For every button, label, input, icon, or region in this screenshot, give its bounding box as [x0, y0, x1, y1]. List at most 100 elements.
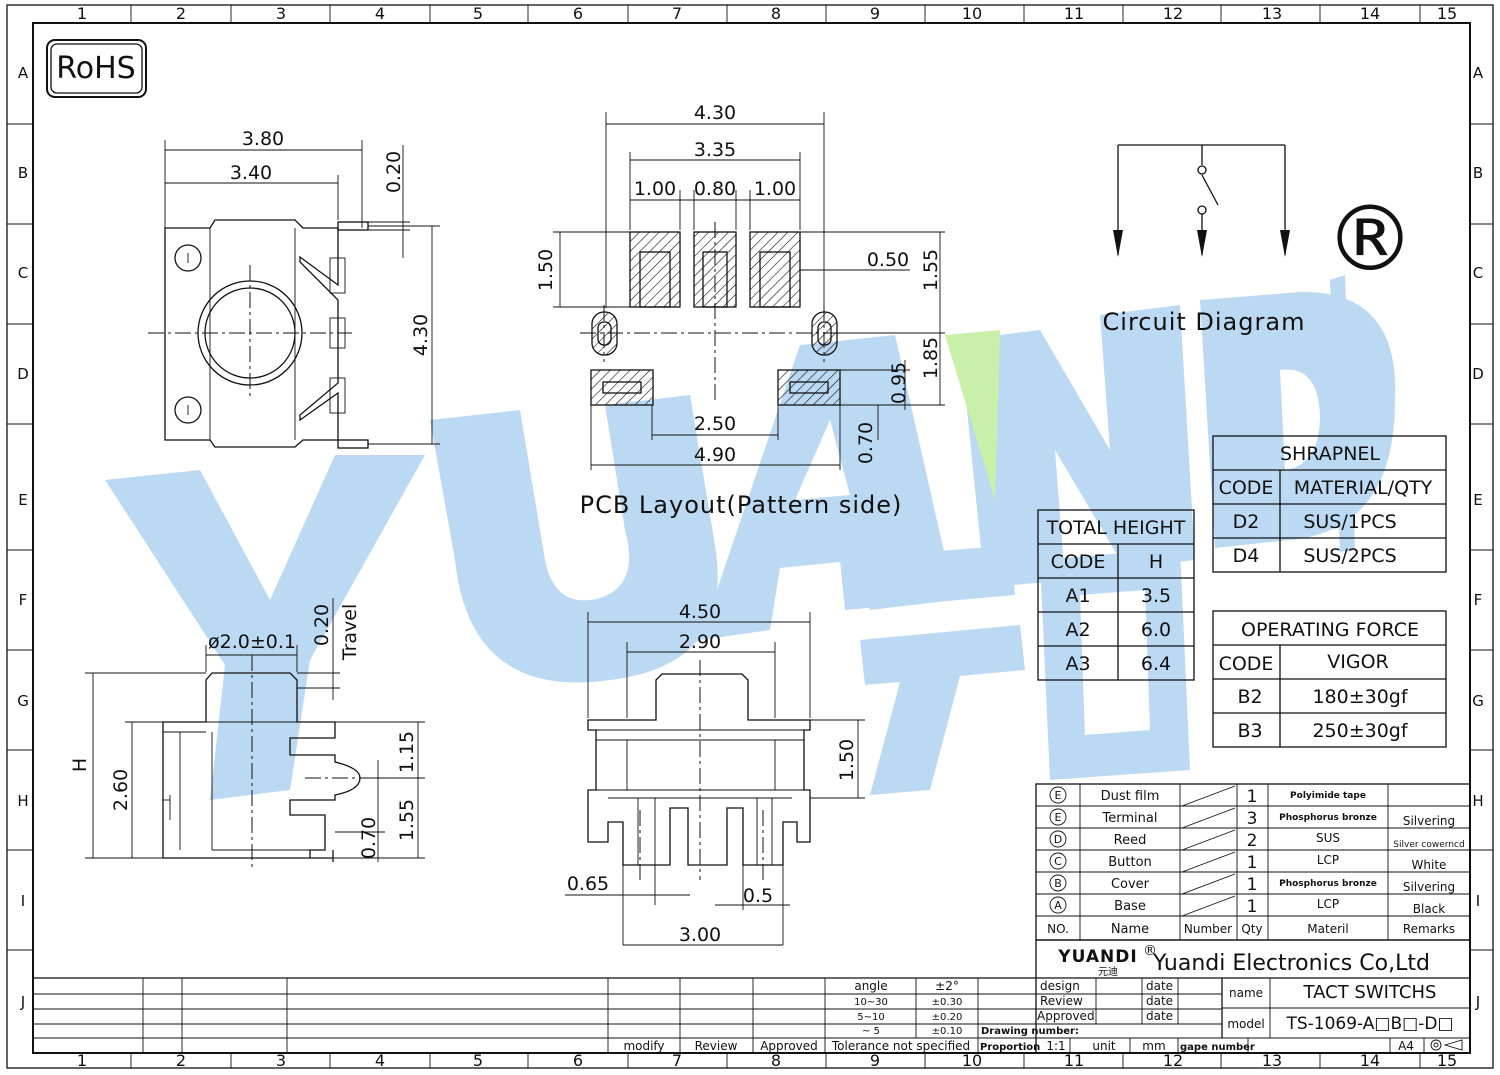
rohs-label: RoHS: [56, 51, 135, 86]
model-label: model: [1227, 1017, 1264, 1031]
force-title: OPERATING FORCE: [1241, 619, 1419, 641]
front-view: 4.50 2.90 1.50 0.65 0.5 3.00: [565, 601, 865, 946]
shrapnel-cell: D4: [1233, 545, 1260, 567]
force-header-vigor: VIGOR: [1327, 651, 1388, 673]
review-label-bottom: Review: [695, 1039, 738, 1053]
grid-row-label: J: [1475, 993, 1480, 1011]
titleblock-logo-reg: ®: [1143, 943, 1157, 959]
review-label: Review: [1040, 994, 1083, 1008]
modify-label: modify: [623, 1039, 664, 1053]
grid-row-label: G: [1472, 692, 1484, 710]
bom-item-no: B: [1054, 877, 1062, 890]
rohs-badge-outer: [46, 39, 147, 98]
bom-item-remarks: Silver cowerncd: [1393, 840, 1464, 850]
watermark-registered: ®: [1325, 187, 1415, 292]
side-dim-h: H: [69, 758, 91, 772]
grid-col-label: 13: [1262, 1051, 1282, 1070]
front-dim-2-90: 2.90: [679, 631, 721, 653]
grid-col-label: 12: [1163, 1051, 1183, 1070]
bom-item-name: Reed: [1114, 833, 1147, 848]
bom-header-cell: Materil: [1307, 922, 1348, 936]
outer-border: [6, 4, 1494, 1069]
pcb-dim-0-95: 0.95: [888, 362, 910, 404]
grid-col-label: 6: [573, 4, 583, 23]
force-cell: 250±30gf: [1312, 720, 1408, 742]
grid-row-label: C: [1473, 264, 1483, 282]
front-dim-0-5: 0.5: [743, 885, 773, 907]
grid-row-label: J: [20, 993, 25, 1011]
total-height-cell: A1: [1065, 585, 1090, 607]
shrapnel-table: SHRAPNEL CODE MATERIAL/QTY D2 SUS/1PCS D…: [1212, 435, 1447, 573]
bom-header-cell: Name: [1111, 922, 1149, 937]
bom-item-marker-icon: [1049, 808, 1067, 826]
bom-header-cell: NO.: [1047, 922, 1069, 936]
bom-item-name: Button: [1108, 855, 1152, 870]
title-block: YUANDI ® 元迪 Yuandi Electronics Co,Ltd: [33, 939, 1470, 1053]
side-dim-0-20: 0.20: [311, 604, 333, 646]
grid-col-label: 5: [473, 4, 483, 23]
drawing-number-label: Drawing number:: [981, 1026, 1079, 1037]
bom-item-marker-icon: [1049, 830, 1067, 848]
grid-col-label: 7: [672, 4, 682, 23]
front-dim-0-65: 0.65: [567, 873, 609, 895]
total-height-title: TOTAL HEIGHT: [1046, 517, 1186, 539]
gape-number-label: gape number: [1180, 1042, 1255, 1053]
grid-col-label: 14: [1360, 1051, 1380, 1070]
grid-labels: 1122334455667788991010111112121313141415…: [7, 4, 1493, 1070]
grid-row-label: B: [1473, 164, 1483, 182]
grid-col-label: 11: [1064, 4, 1084, 23]
pcb-dim-0-70: 0.70: [855, 422, 877, 464]
grid-col-label: 5: [473, 1051, 483, 1070]
shrapnel-cell: SUS/1PCS: [1303, 511, 1396, 533]
bom-item-marker-icon: [1049, 896, 1067, 914]
circuit-diagram: Circuit Diagram: [1103, 144, 1304, 336]
dim-3-40: 3.40: [230, 162, 272, 184]
total-height-cell: A3: [1065, 653, 1090, 675]
bom-item-qty: 1: [1247, 875, 1258, 895]
side-label-travel: Travel: [339, 604, 361, 661]
approved-label-bottom: Approved: [760, 1039, 818, 1053]
grid-col-label: 9: [870, 4, 880, 23]
pcb-dim-1-00-a: 1.00: [634, 178, 676, 200]
rohs-badge-inner: [50, 43, 143, 94]
grid-col-label: 7: [672, 1051, 682, 1070]
tolerance-value: ±0.10: [932, 1026, 963, 1037]
total-height-cell: 6.0: [1141, 619, 1171, 641]
grid-row-label: E: [1473, 491, 1482, 509]
side-dim-1-15: 1.15: [396, 731, 418, 773]
name-label: name: [1229, 986, 1263, 1000]
pcb-dim-4-30: 4.30: [694, 102, 736, 124]
total-height-header-h: H: [1149, 551, 1163, 573]
grid-col-label: 10: [962, 4, 982, 23]
bom-item-material: SUS: [1316, 831, 1340, 845]
pcb-dim-1-55: 1.55: [920, 249, 942, 291]
grid-col-label: 6: [573, 1051, 583, 1070]
bom-item-marker-icon: [1049, 786, 1067, 804]
front-dim-1-50: 1.50: [836, 739, 858, 781]
bom-item-no: C: [1054, 855, 1062, 868]
tolerance-value: ±0.20: [932, 1012, 963, 1023]
bom-header-cell: Remarks: [1403, 922, 1455, 936]
bom-header-cell: Number: [1184, 922, 1232, 936]
date-label: date: [1146, 979, 1173, 993]
pcb-dim-2-50: 2.50: [694, 413, 736, 435]
total-height-cell: 3.5: [1141, 585, 1171, 607]
shrapnel-header-material: MATERIAL/QTY: [1294, 477, 1433, 499]
force-cell: B3: [1237, 720, 1262, 742]
tolerance-value: ±2°: [935, 979, 959, 993]
grid-row-label: I: [21, 892, 25, 910]
force-cell: B2: [1237, 686, 1262, 708]
sheet-size: A4: [1398, 1039, 1414, 1053]
projection-symbol-icon: [1430, 1039, 1463, 1051]
grid-col-label: 3: [276, 1051, 286, 1070]
pcb-dim-1-50: 1.50: [535, 249, 557, 291]
tolerance-value: ±0.30: [932, 997, 963, 1008]
bom-item-qty: 1: [1247, 853, 1258, 873]
bom-item-name: Dust film: [1101, 789, 1160, 804]
dim-4-30-top: 4.30: [410, 314, 432, 356]
grid-col-label: 9: [870, 1051, 880, 1070]
part-name: TACT SWITCHS: [1303, 982, 1437, 1003]
side-view: ø2.0±0.1 0.20 Travel H 2.60 1.15 1.55 0.…: [69, 598, 425, 870]
